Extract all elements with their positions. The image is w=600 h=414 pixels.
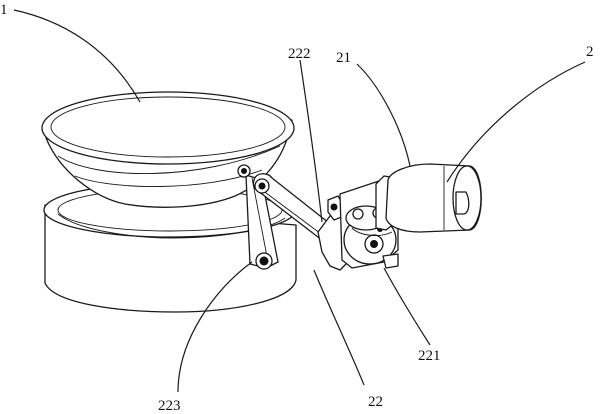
label-221: 221	[418, 348, 441, 364]
label-2: 2	[586, 44, 594, 60]
label-1: 1	[0, 2, 8, 18]
leader-lines	[13, 9, 586, 393]
bowl	[41, 91, 295, 208]
label-21: 21	[336, 50, 351, 66]
label-22: 22	[368, 394, 383, 410]
motor	[375, 163, 482, 233]
link-223	[237, 164, 279, 270]
label-223: 223	[158, 398, 181, 414]
label-222: 222	[288, 46, 311, 62]
